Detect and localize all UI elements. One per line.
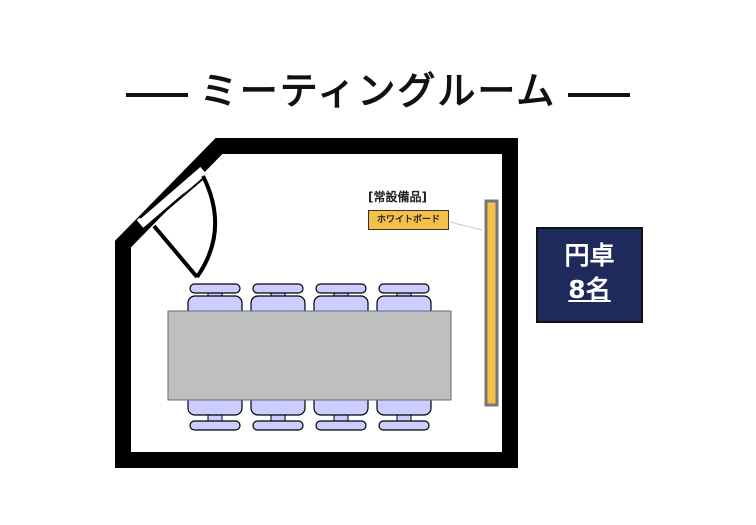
table-capacity-badge: 円卓 8名 bbox=[536, 227, 643, 323]
whiteboard-label: ホワイトボード bbox=[368, 210, 449, 230]
table-type: 円卓 bbox=[564, 241, 615, 270]
page-title: ミーティングルーム bbox=[0, 60, 756, 115]
title-dash-right bbox=[568, 92, 631, 97]
door[interactable] bbox=[152, 175, 218, 279]
meeting-table bbox=[167, 310, 452, 401]
door-frame-a bbox=[139, 165, 201, 219]
title-dash-left bbox=[125, 92, 188, 97]
title-text: ミーティングルーム bbox=[199, 68, 557, 113]
door-frame-b bbox=[143, 176, 206, 230]
whiteboard bbox=[484, 199, 499, 407]
door-opening bbox=[136, 166, 207, 228]
whiteboard-leader-line bbox=[449, 221, 483, 231]
seat-count: 8名 bbox=[568, 275, 611, 304]
equipment-heading: [常設備品] bbox=[368, 190, 427, 204]
